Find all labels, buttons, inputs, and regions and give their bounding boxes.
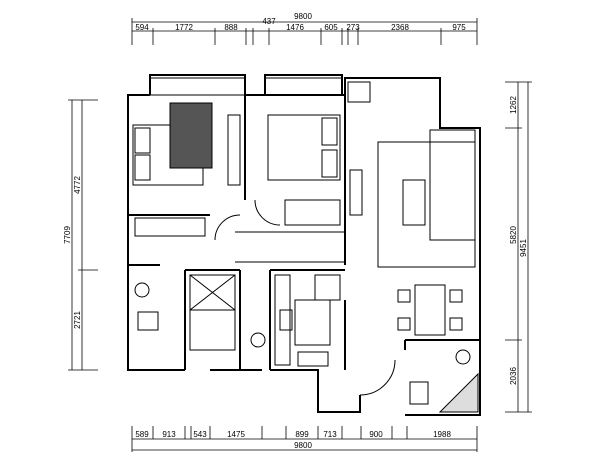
bedroom-2 (254, 77, 363, 226)
sofa-icon (429, 129, 476, 241)
dim-bottom: 900 (369, 430, 383, 439)
living-room (347, 81, 476, 336)
living-area-rug (377, 141, 476, 268)
dim-top: 594 (135, 23, 149, 32)
left-dimensions: 7709 4772 2721 (63, 99, 98, 371)
dim-left-total: 7709 (63, 226, 72, 244)
dim-left: 2721 (73, 311, 82, 329)
dim-top: 605 (324, 23, 338, 32)
top-dimensions: 9800 594 1772 888 437 1476 605 273 2368 … (131, 12, 478, 45)
dim-top: 1476 (286, 23, 304, 32)
kitchen-sink-icon (297, 351, 329, 367)
toilet-icon (137, 311, 159, 331)
dim-bottom: 713 (323, 430, 337, 439)
shower-icon (438, 372, 479, 413)
dim-top: 888 (224, 23, 238, 32)
shoe-cabinet-icon (347, 81, 371, 103)
dim-top: 1772 (175, 23, 193, 32)
dim-bottom: 899 (295, 430, 309, 439)
dim-top-total: 9800 (294, 12, 312, 21)
dining-table-icon (414, 284, 446, 336)
dim-right: 1262 (509, 96, 518, 114)
cabinet-icon (134, 217, 206, 237)
bottom-dimensions: 589 913 543 1475 899 713 900 1988 9800 (131, 426, 478, 452)
dim-top: 273 (346, 23, 360, 32)
dim-right: 2036 (509, 367, 518, 385)
bedroom-1 (132, 77, 246, 241)
walls (127, 74, 481, 416)
dim-top: 437 (262, 17, 276, 26)
kitchen (274, 274, 341, 367)
dim-top: 975 (452, 23, 466, 32)
bathroom-2 (359, 349, 479, 413)
desk-icon (284, 199, 341, 226)
closet (189, 274, 266, 351)
wardrobe-icon (227, 114, 241, 186)
double-bed-icon (267, 114, 341, 181)
rug-icon (169, 102, 213, 169)
dim-bottom: 543 (193, 430, 207, 439)
dim-bottom: 1988 (433, 430, 451, 439)
dim-bottom: 1475 (227, 430, 245, 439)
dim-bottom: 589 (135, 430, 149, 439)
toilet-icon (409, 381, 429, 405)
dim-left: 4772 (73, 176, 82, 194)
sink-icon (134, 282, 150, 298)
dim-bottom-total: 9800 (294, 441, 312, 450)
stove-icon (279, 309, 293, 331)
dining-chairs (397, 289, 463, 331)
dim-right: 5820 (509, 226, 518, 244)
right-dimensions: 1262 5820 2036 9451 (505, 81, 532, 413)
coffee-table-icon (402, 179, 426, 226)
tv-cabinet-icon (349, 169, 363, 216)
dim-right-total: 9451 (519, 239, 528, 257)
dim-top: 2368 (391, 23, 409, 32)
bathroom-1 (134, 282, 159, 331)
dim-bottom: 913 (162, 430, 176, 439)
sink-icon (455, 349, 471, 365)
